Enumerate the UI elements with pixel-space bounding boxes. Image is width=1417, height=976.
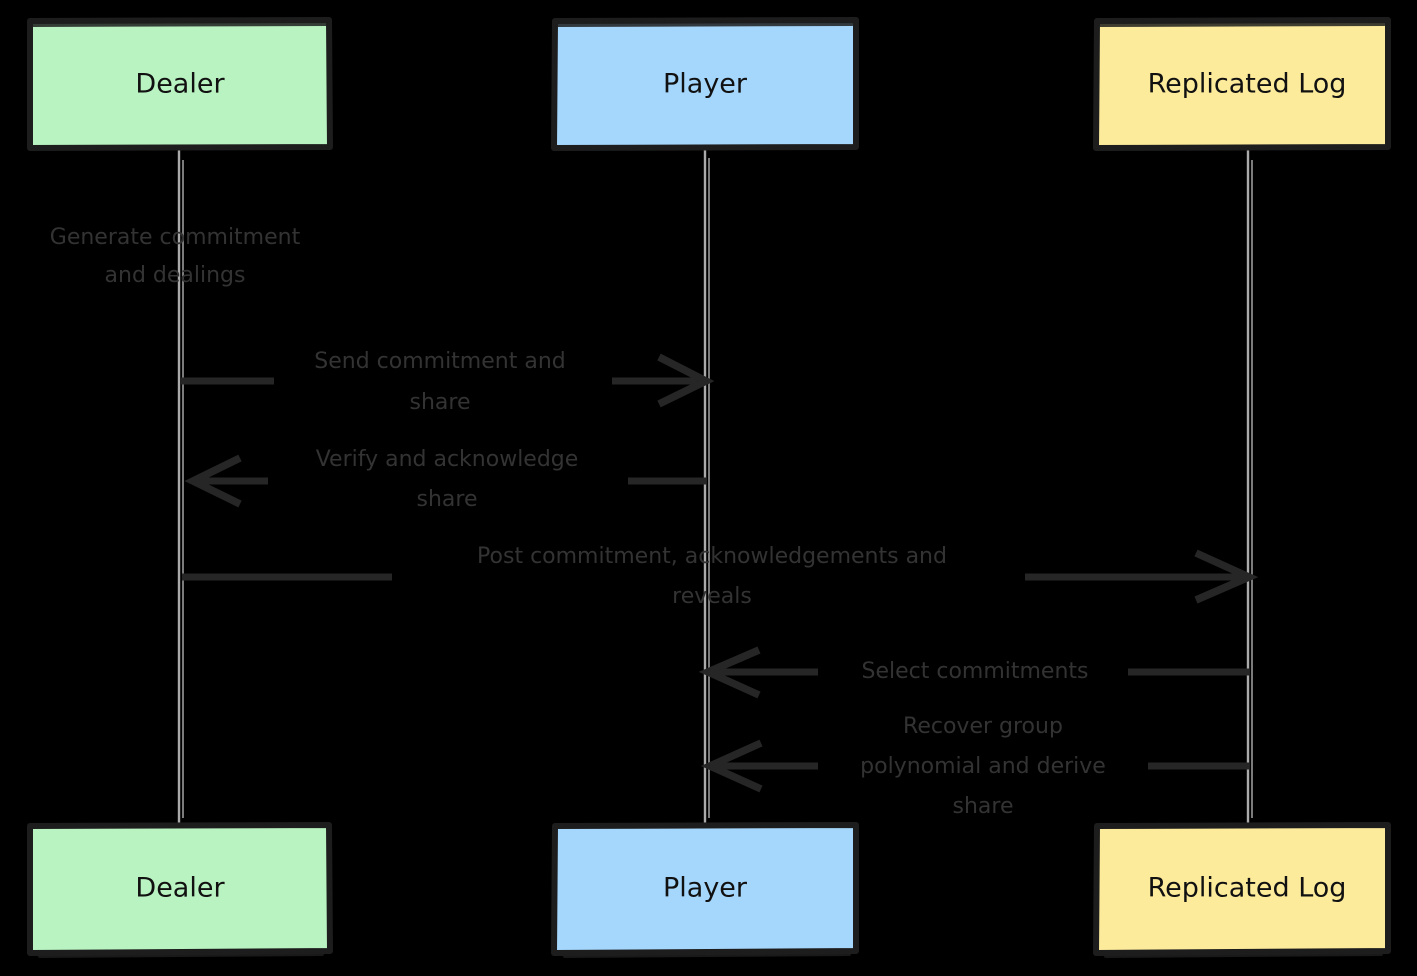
message-verify-and-acknowledge-share[interactable]: Verify and acknowledge share — [184, 447, 706, 512]
actor-box-player-bottom[interactable]: Player — [551, 822, 859, 958]
message-label-line-3: share — [953, 794, 1014, 819]
actor-box-replicated-log-top[interactable]: Replicated Log — [1093, 17, 1391, 151]
message-post-commitment-acknowledgements-reveals[interactable]: Post commitment, acknowledgements and re… — [182, 544, 1259, 609]
actor-box-replicated-log-bottom[interactable]: Replicated Log — [1093, 822, 1391, 958]
note-line-2: and dealings — [105, 263, 246, 288]
actor-label-player-bottom: Player — [663, 873, 748, 904]
message-label-line-1: Send commitment and — [314, 349, 565, 374]
actor-box-player-top[interactable]: Player — [551, 17, 859, 151]
actor-box-dealer-top[interactable]: Dealer — [27, 17, 333, 151]
message-label-line-2: share — [410, 390, 471, 415]
lifeline-dealer — [177, 148, 184, 826]
message-label-line-1: Select commitments — [861, 659, 1088, 684]
message-recover-group-polynomial[interactable]: Recover group polynomial and derive shar… — [700, 714, 1249, 819]
note-line-1: Generate commitment — [50, 225, 301, 250]
actor-box-dealer-bottom[interactable]: Dealer — [27, 822, 333, 958]
actor-label-dealer-bottom: Dealer — [135, 873, 225, 904]
message-send-commitment-and-share[interactable]: Send commitment and share — [181, 349, 715, 415]
message-label-line-2: polynomial and derive — [860, 754, 1106, 779]
actor-label-replicated-log-top: Replicated Log — [1148, 69, 1347, 100]
actor-label-replicated-log-bottom: Replicated Log — [1148, 873, 1347, 904]
message-label-line-1: Post commitment, acknowledgements and — [477, 544, 947, 569]
lifeline-replicated-log — [1246, 148, 1253, 826]
lifeline-player — [703, 148, 710, 826]
note-generate-commitment: Generate commitment and dealings — [50, 225, 301, 288]
actor-label-player-top: Player — [663, 69, 748, 100]
actor-label-dealer-top: Dealer — [135, 69, 225, 100]
message-label-line-2: share — [417, 487, 478, 512]
message-label-line-1: Recover group — [903, 714, 1063, 739]
message-label-line-2: reveals — [672, 584, 752, 609]
message-label-line-1: Verify and acknowledge — [316, 447, 579, 472]
message-select-commitments[interactable]: Select commitments — [698, 646, 1249, 699]
